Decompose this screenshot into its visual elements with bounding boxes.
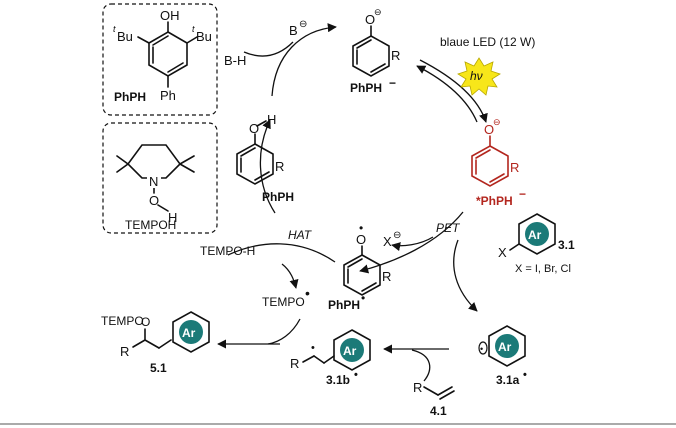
aryl-radical-3-1a: Ar • 3.1a • (478, 325, 527, 387)
hv-label: hν (470, 69, 483, 83)
adduct-r-label: R (290, 356, 299, 371)
phph-anion-o-charge: ⊖ (374, 7, 382, 17)
phph-neutral-o-label: O (249, 121, 259, 136)
compound-3-1-label: 3.1 (558, 238, 575, 252)
phph-anion-structure: O ⊖ R PhPH − (350, 7, 400, 95)
tbu-left-label: Bu (117, 29, 133, 44)
phph-neutral-name: PhPH (262, 190, 294, 204)
product-r-label: R (120, 344, 129, 359)
b-minus-label: B (289, 23, 298, 38)
phph-radical-o-dot: • (359, 221, 363, 235)
product-o-label: O (141, 315, 150, 329)
alkene-4-1: R 4.1 (413, 380, 455, 418)
tbu-right-t: t (192, 24, 195, 34)
aryl-radical-dot: • (480, 344, 483, 354)
aryl-halide-x-label: X (498, 245, 507, 260)
phph-excited-name: *PhPH (476, 194, 513, 208)
alkene-r-label: R (413, 380, 422, 395)
tempo-radical-label: TEMPO (262, 295, 305, 309)
radical-adduct-3-1b: • R Ar 3.1b • (290, 329, 371, 387)
cycle-arrows: B ⊖ B-H blaue LED (12 W) hν PET X ⊖ HAT … (200, 19, 535, 382)
phph-anion-r-label: R (391, 48, 400, 63)
phph-excited-o-label: O (484, 122, 494, 137)
aryl-halide-3-1: Ar X 3.1 X = I, Br, Cl (498, 213, 575, 275)
phph-radical-structure: O • R PhPH • (328, 221, 391, 312)
compound-3-1a-dot: • (523, 369, 527, 381)
pet-label: PET (436, 221, 461, 235)
phph-neutral-structure: O H R PhPH (236, 112, 294, 204)
ar-label-3-1b: Ar (343, 344, 357, 358)
phph-radical-r-label: R (382, 269, 391, 284)
product-tempo-label: TEMPO (101, 314, 144, 328)
phph-benzene-ring (137, 21, 198, 88)
tempo-radical-dot: • (305, 285, 310, 301)
phph-neutral-r-label: R (275, 159, 284, 174)
tbu-right-label: Bu (196, 29, 212, 44)
phph-anion-minus: − (389, 76, 396, 90)
phph-neutral-h-label: H (267, 112, 276, 127)
phph-radical-dot: • (361, 291, 365, 305)
product-5-1: TEMPO O R Ar 5.1 (101, 311, 210, 375)
compound-4-1-label: 4.1 (430, 404, 447, 418)
phph-excited-minus: − (519, 187, 526, 201)
phph-anion-name: PhPH (350, 81, 382, 95)
phph-radical-name: PhPH (328, 298, 360, 312)
bh-label: B-H (224, 53, 246, 68)
hat-label: HAT (288, 228, 313, 242)
ar-label-3-1: Ar (528, 228, 542, 242)
compound-3-1a-label: 3.1a (496, 373, 520, 387)
phph-excited-o-charge: ⊖ (493, 117, 501, 127)
tempoh-h-label: H (168, 210, 177, 225)
tempoh-structure-box: N O H TEMPOH (102, 122, 218, 234)
phph-ph-label: Ph (160, 88, 176, 103)
phph-name-label: PhPH (114, 90, 146, 104)
phph-excited-r-label: R (510, 160, 519, 175)
x-minus-charge: ⊖ (393, 230, 401, 241)
ar-label-3-1a: Ar (498, 340, 512, 354)
phph-anion-o-label: O (365, 12, 375, 27)
adduct-radical-dot: • (311, 342, 315, 354)
tbu-left-t: t (113, 24, 116, 34)
compound-3-1b-label: 3.1b (326, 373, 350, 387)
phph-excited-structure: O ⊖ R *PhPH − (471, 117, 526, 208)
compound-5-1-label: 5.1 (150, 361, 167, 375)
tempoh-n-label: N (149, 174, 158, 189)
tempoh-o-label: O (149, 193, 159, 208)
halide-definition: X = I, Br, Cl (515, 263, 571, 275)
compound-3-1b-dot: • (354, 369, 358, 381)
tempo-h-label: TEMPO-H (200, 244, 255, 258)
x-minus-label: X (383, 234, 392, 249)
b-minus-charge: ⊖ (299, 19, 307, 30)
led-label: blaue LED (12 W) (440, 35, 535, 49)
light-burst-icon: hν (457, 57, 501, 96)
phph-structure-box: OH t Bu t Bu Ph PhPH (102, 3, 218, 116)
phph-radical-o-label: O (356, 232, 366, 247)
phph-oh-label: OH (160, 8, 180, 23)
tempoh-name-label: TEMPOH (125, 218, 176, 232)
ar-label-5-1: Ar (182, 326, 196, 340)
